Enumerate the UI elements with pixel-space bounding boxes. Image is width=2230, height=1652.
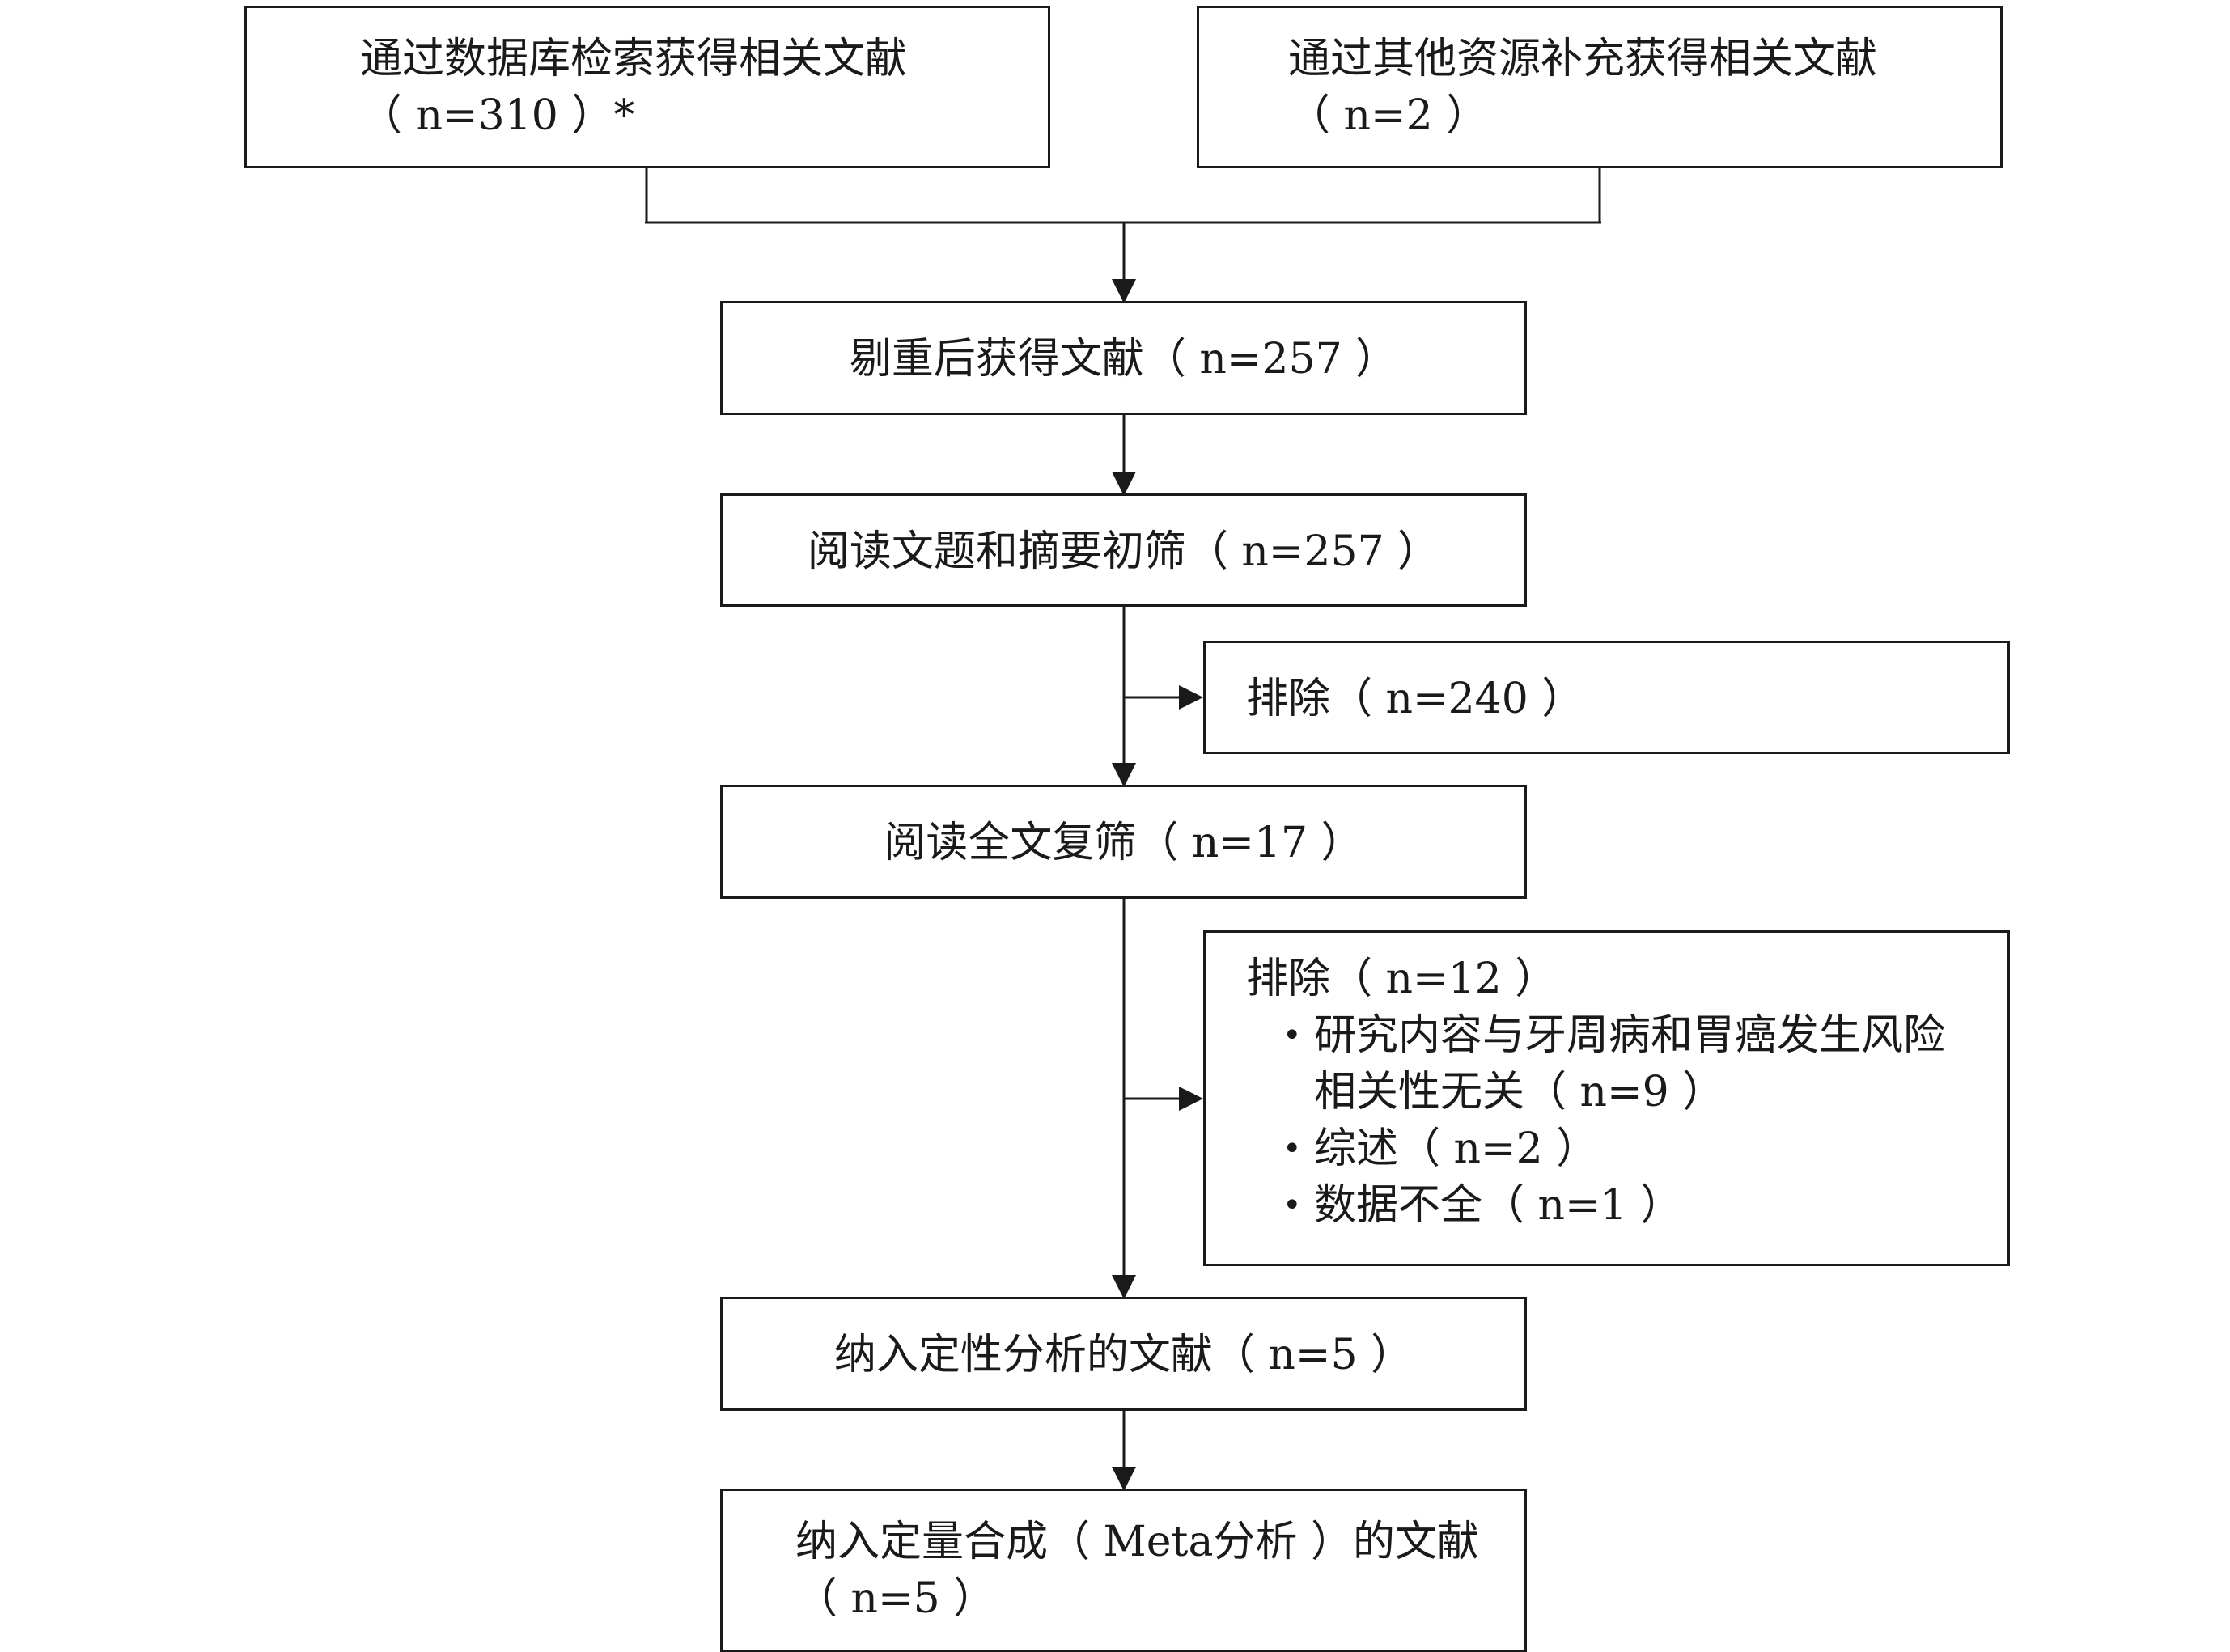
database-search-count: （ n=310 ）* xyxy=(360,91,635,140)
box-exclusion-2: 排除（ n=12 ） • 研究内容与牙周病和胃癌发生风险 相关性无关（ n=9 … xyxy=(1203,930,2010,1266)
box-database-search: 通过数据库检索获得相关文献 （ n=310 ）* xyxy=(244,6,1050,168)
box-deduplicated: 剔重后获得文献（ n=257 ） xyxy=(720,301,1527,415)
exclusion-2-title: 排除（ n=12 ） xyxy=(1246,955,1558,1003)
box-qualitative-synthesis: 纳入定性分析的文献（ n=5 ） xyxy=(720,1297,1527,1411)
quantitative-synthesis-label: 纳入定量合成（ Meta分析 ）的文献 xyxy=(795,1518,1479,1566)
box-exclusion-1: 排除（ n=240 ） xyxy=(1203,641,2010,754)
exclusion-reason-2: 综述（ n=2 ） xyxy=(1314,1125,1599,1173)
other-sources-count: （ n=2 ） xyxy=(1288,91,1489,140)
box-quantitative-synthesis: 纳入定量合成（ Meta分析 ）的文献 （ n=5 ） xyxy=(720,1489,1527,1652)
title-abstract-screening-text: 阅读文题和摘要初筛（ n=257 ） xyxy=(807,527,1440,576)
deduplicated-text: 剔重后获得文献（ n=257 ） xyxy=(849,335,1398,383)
exclusion-1-text: 排除（ n=240 ） xyxy=(1246,675,1584,723)
box-title-abstract-screening: 阅读文题和摘要初筛（ n=257 ） xyxy=(720,493,1527,607)
bullet-dot: • xyxy=(1282,1130,1302,1167)
box-other-sources: 通过其他资源补充获得相关文献 （ n=2 ） xyxy=(1197,6,2003,168)
bullet-dot: • xyxy=(1282,1017,1302,1054)
exclusion-reason-1-line1: 研究内容与牙周病和胃癌发生风险 xyxy=(1314,1011,1946,1060)
exclusion-reason-3: 数据不全（ n=1 ） xyxy=(1314,1181,1683,1230)
fulltext-screening-text: 阅读全文复筛（ n=17 ） xyxy=(884,819,1363,867)
quantitative-synthesis-count: （ n=5 ） xyxy=(795,1574,996,1623)
other-sources-label: 通过其他资源补充获得相关文献 xyxy=(1288,35,1878,83)
bullet-dot: • xyxy=(1282,1187,1302,1224)
database-search-label: 通过数据库检索获得相关文献 xyxy=(360,35,908,83)
qualitative-synthesis-text: 纳入定性分析的文献（ n=5 ） xyxy=(833,1331,1414,1379)
box-fulltext-screening: 阅读全文复筛（ n=17 ） xyxy=(720,785,1527,899)
exclusion-reason-1-line2: 相关性无关（ n=9 ） xyxy=(1314,1068,1725,1116)
